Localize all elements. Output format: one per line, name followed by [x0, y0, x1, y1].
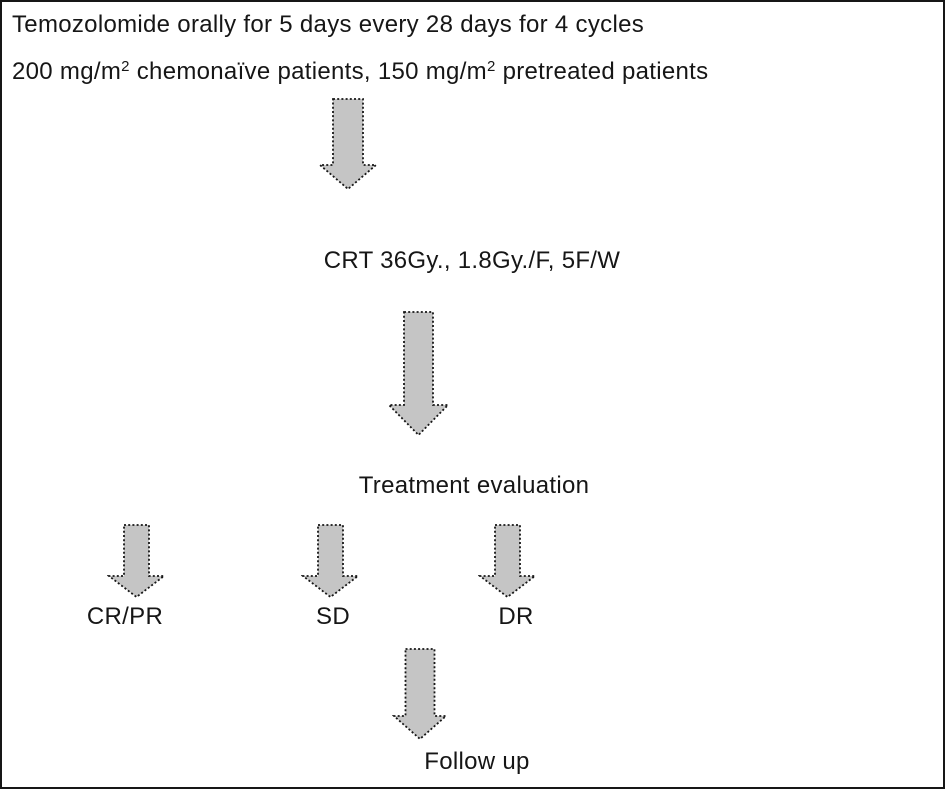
down-arrow-shape	[318, 98, 378, 191]
arrow-to-followup-icon	[392, 648, 448, 741]
down-arrow-shape	[392, 648, 448, 741]
arrow-to-crt-icon	[318, 98, 378, 191]
outcome-label-crpr: CR/PR	[86, 603, 164, 630]
down-arrow-shape	[107, 524, 166, 599]
arrow-to-dr-icon	[478, 524, 537, 599]
header-line1: Temozolomide orally for 5 days every 28 …	[12, 11, 645, 38]
header-line2: 200 mg/m2 chemonaïve patients, 150 mg/m2…	[12, 58, 708, 87]
down-arrow-shape	[387, 311, 450, 437]
outcome-label-dr: DR	[498, 603, 534, 630]
dose-chemonaive-text: 200 mg/m	[12, 58, 122, 85]
down-arrow-shape	[301, 524, 360, 599]
outcome-label-sd: SD	[316, 603, 350, 630]
follow-up-label: Follow up	[424, 748, 530, 775]
down-arrow-shape	[478, 524, 537, 599]
arrow-to-crpr-icon	[107, 524, 166, 599]
superscript-2: 2	[486, 58, 496, 75]
arrow-to-evaluation-icon	[387, 311, 450, 437]
dose-tail-text: pretreated patients	[495, 58, 709, 85]
superscript-2: 2	[121, 58, 130, 75]
arrow-to-sd-icon	[301, 524, 360, 599]
treatment-evaluation-label: Treatment evaluation	[358, 472, 590, 499]
dose-mid-text: chemonaïve patients, 150 mg/m	[129, 58, 487, 85]
crt-step-label: CRT 36Gy., 1.8Gy./F, 5F/W	[323, 247, 621, 274]
